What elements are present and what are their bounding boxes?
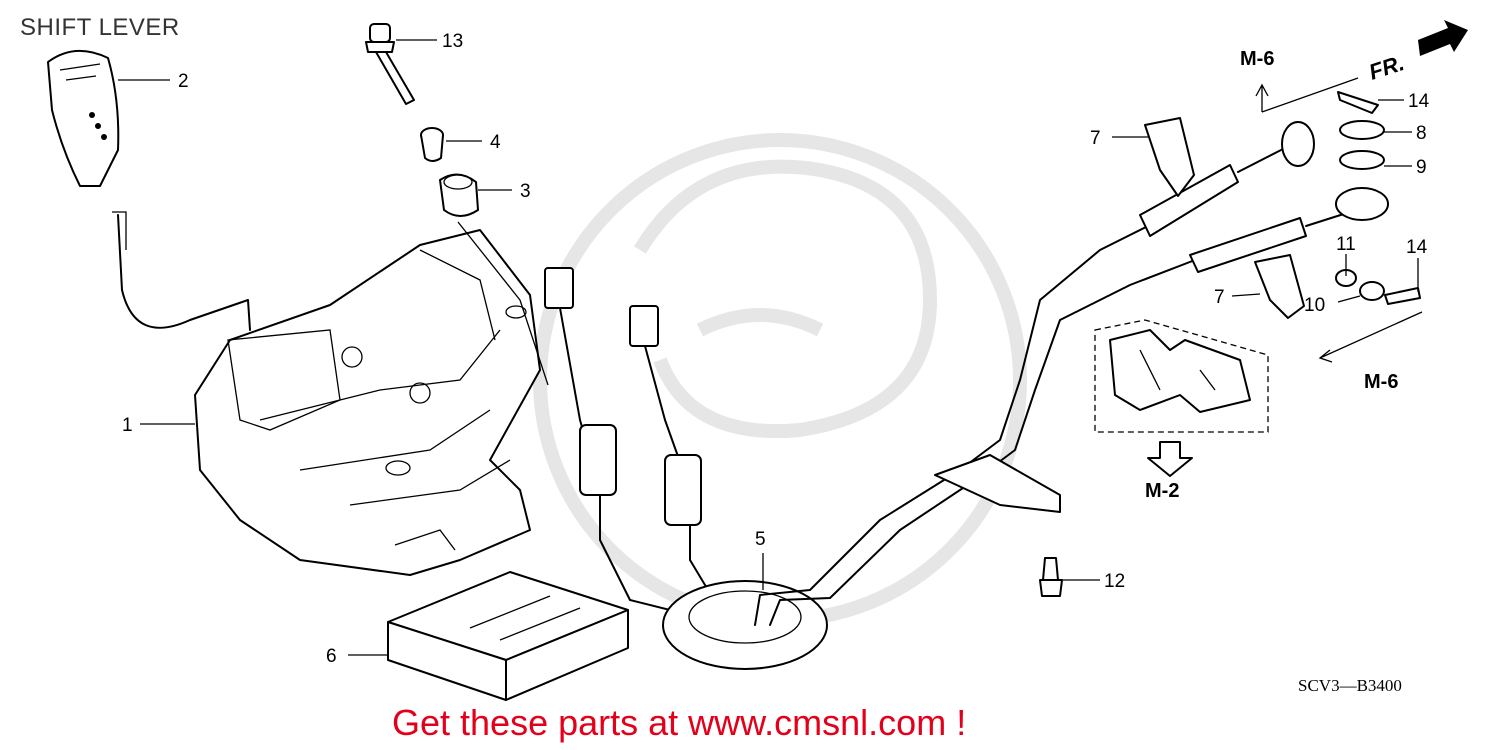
reference-m6-right: M-6 xyxy=(1364,371,1398,393)
bolt-13[interactable] xyxy=(365,23,415,105)
callout-11: 11 xyxy=(1336,234,1356,255)
bushing-3[interactable] xyxy=(439,173,479,217)
reference-m6-top: M-6 xyxy=(1240,48,1274,70)
bolt-12[interactable] xyxy=(1039,557,1063,597)
cable-end-upper[interactable] xyxy=(1139,121,1315,237)
callout-12: 12 xyxy=(1104,571,1125,592)
cable-grommet-5[interactable] xyxy=(662,219,1196,670)
promo-link-text[interactable]: Get these parts at www.cmsnl.com ! xyxy=(392,702,967,743)
diagram-code: SCV3—B3400 xyxy=(1298,676,1402,695)
washer-9[interactable] xyxy=(1339,150,1385,170)
reference-box xyxy=(1094,319,1269,433)
washer-10[interactable] xyxy=(1359,281,1385,301)
cotter-pin-14-upper[interactable] xyxy=(1337,91,1379,114)
callout-7-upper: 7 xyxy=(1090,128,1101,149)
callout-9: 9 xyxy=(1416,157,1427,178)
callout-4: 4 xyxy=(490,132,501,153)
cable-end-lower[interactable] xyxy=(1189,187,1389,273)
shift-lever-rod[interactable] xyxy=(117,214,251,331)
callout-3: 3 xyxy=(520,181,531,202)
reference-m2: M-2 xyxy=(1145,480,1179,502)
watermark-logo xyxy=(533,133,1027,627)
cotter-pin-14-lower[interactable] xyxy=(1384,287,1421,305)
direction-label: FR. xyxy=(1366,50,1407,85)
forward-arrow-icon xyxy=(1418,20,1468,56)
washer-8[interactable] xyxy=(1339,120,1385,140)
clip-7-upper[interactable] xyxy=(1144,117,1195,197)
callout-13: 13 xyxy=(442,31,463,52)
diagram-title: SHIFT LEVER xyxy=(20,14,180,41)
down-outline-arrow-icon xyxy=(1147,441,1193,477)
callout-14-upper: 14 xyxy=(1408,91,1430,112)
callout-5: 5 xyxy=(755,529,766,550)
callout-7-lower: 7 xyxy=(1214,287,1225,308)
callout-8: 8 xyxy=(1416,123,1427,144)
callout-14-lower: 14 xyxy=(1406,237,1428,258)
callout-2: 2 xyxy=(178,71,189,92)
callout-10: 10 xyxy=(1304,295,1325,316)
shift-knob[interactable] xyxy=(47,49,120,187)
bracket-part xyxy=(1109,329,1251,413)
clip-7-lower[interactable] xyxy=(1254,254,1305,319)
collar-4[interactable] xyxy=(420,127,444,162)
callout-6: 6 xyxy=(326,646,337,667)
callout-1: 1 xyxy=(122,415,133,436)
foam-pad-6[interactable] xyxy=(387,571,629,701)
wire-harness[interactable] xyxy=(544,267,721,616)
shift-lever-housing[interactable] xyxy=(194,229,541,576)
